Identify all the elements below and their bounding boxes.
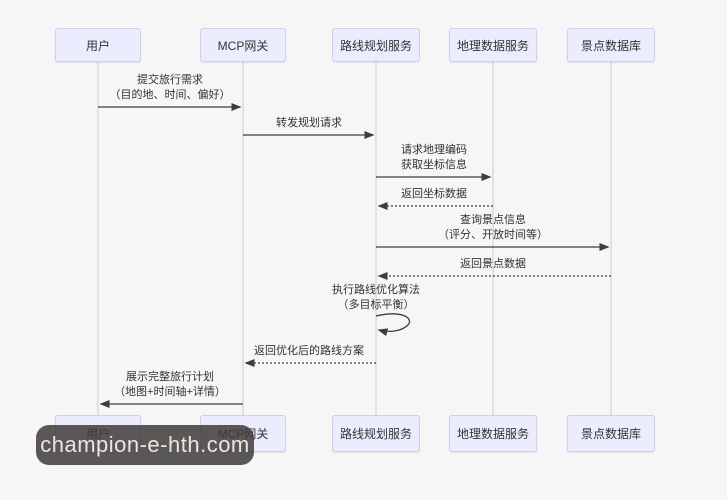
msg-line2: （多目标平衡） <box>337 299 415 311</box>
msg-label-8: 返回优化后的路线方案 <box>199 344 419 359</box>
actor-top-geo-service: 地理数据服务 <box>449 28 537 62</box>
actor-bottom-poi-db: 景点数据库 <box>567 415 655 452</box>
msg-line1: 查询景点信息 <box>460 214 526 226</box>
msg-arrow-7-self-loop <box>375 313 411 337</box>
actor-top-user: 用户 <box>55 28 141 62</box>
msg-line1: 返回优化后的路线方案 <box>254 345 364 357</box>
msg-label-6: 返回景点数据 <box>383 257 603 272</box>
actor-top-route-service: 路线规划服务 <box>332 28 420 62</box>
actor-top-poi-db: 景点数据库 <box>567 28 655 62</box>
actor-label: 景点数据库 <box>580 38 641 53</box>
msg-label-9: 展示完整旅行计划 （地图+时间轴+详情） <box>60 370 280 400</box>
msg-line1: 提交旅行需求 <box>137 74 203 86</box>
msg-line1: 执行路线优化算法 <box>332 284 420 296</box>
msg-line1: 转发规划请求 <box>276 117 342 129</box>
actor-label: 景点数据库 <box>580 427 641 441</box>
actor-top-mcp-gateway: MCP网关 <box>200 28 286 62</box>
msg-line1: 返回景点数据 <box>460 258 526 270</box>
msg-label-5: 查询景点信息 （评分、开放时间等） <box>383 213 603 243</box>
msg-line2: 获取坐标信息 <box>401 159 467 171</box>
msg-label-7-self: 执行路线优化算法 （多目标平衡） <box>266 283 486 313</box>
msg-line2: （评分、开放时间等） <box>438 229 548 241</box>
actor-label: 路线规划服务 <box>339 38 412 53</box>
msg-label-1: 提交旅行需求 （目的地、时间、偏好） <box>60 73 280 103</box>
msg-line1: 返回坐标数据 <box>401 188 467 200</box>
msg-label-2: 转发规划请求 <box>199 116 419 131</box>
msg-label-3: 请求地理编码 获取坐标信息 <box>324 143 544 173</box>
watermark-text: champion-e-hth.com <box>40 432 250 457</box>
actor-label: 路线规划服务 <box>339 427 412 441</box>
actor-label: 地理数据服务 <box>456 427 529 441</box>
actor-label: 用户 <box>85 38 110 53</box>
msg-line1: 请求地理编码 <box>401 144 467 156</box>
actor-bottom-geo-service: 地理数据服务 <box>449 415 537 452</box>
actor-label: 地理数据服务 <box>456 38 529 53</box>
actor-label: MCP网关 <box>217 38 269 53</box>
msg-line1: 展示完整旅行计划 <box>126 371 214 383</box>
msg-label-4: 返回坐标数据 <box>324 187 544 202</box>
msg-line2: （地图+时间轴+详情） <box>114 386 226 398</box>
msg-line2: （目的地、时间、偏好） <box>109 89 231 101</box>
watermark-badge: champion-e-hth.com <box>36 425 254 465</box>
actor-bottom-route-service: 路线规划服务 <box>332 415 420 452</box>
